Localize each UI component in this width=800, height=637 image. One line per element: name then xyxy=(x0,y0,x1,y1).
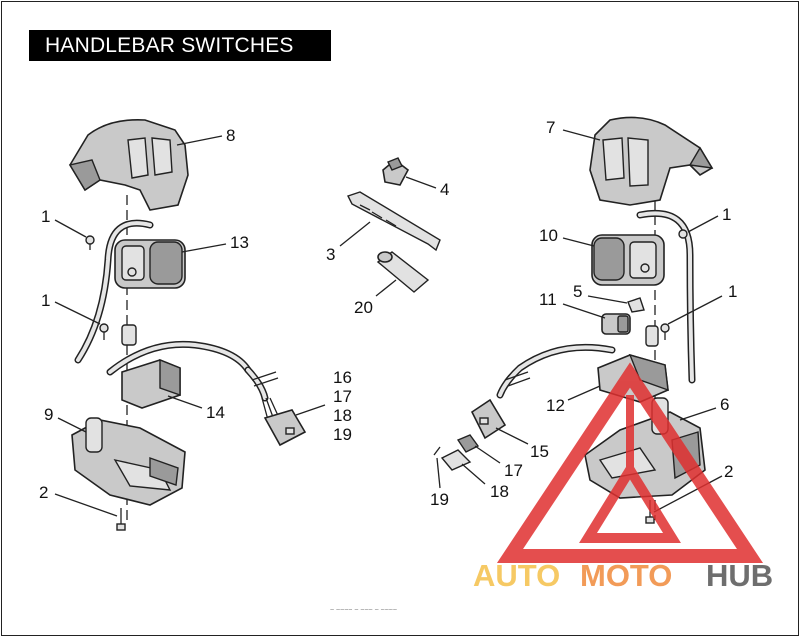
callout-14: 14 xyxy=(206,403,225,422)
part-1-screw-right-upper xyxy=(678,229,688,239)
part-7-upper-housing-right xyxy=(589,116,714,206)
watermark-moto: MOTO xyxy=(580,558,672,593)
part-13-left-switch-module xyxy=(74,219,186,364)
callout-8: 8 xyxy=(226,126,235,145)
part-5-cover xyxy=(627,297,645,313)
automotohub-watermark: AUTO MOTO HUB xyxy=(473,362,773,593)
part-15-connector xyxy=(470,371,531,440)
part-14-left-lower-switch xyxy=(106,324,252,409)
callout-10: 10 xyxy=(539,226,558,245)
callout-1: 1 xyxy=(728,282,737,301)
callout-4: 4 xyxy=(440,180,449,199)
part-2-screw-left xyxy=(116,508,126,531)
left-harness-connector xyxy=(244,366,307,447)
left-switch-assembly xyxy=(68,118,307,531)
callout-11: 11 xyxy=(539,290,557,309)
diagram-title: HANDLEBAR SWITCHES xyxy=(29,30,331,61)
part-11-switch xyxy=(601,313,659,347)
part-1-screw-right-lower xyxy=(660,323,670,340)
callout-17: 17 xyxy=(333,387,352,406)
callout-6: 6 xyxy=(720,395,729,414)
callout-18: 18 xyxy=(490,482,509,501)
callout-2: 2 xyxy=(724,462,733,481)
part-9-lower-housing-left xyxy=(71,417,186,506)
part-1-screw-left-lower xyxy=(99,323,109,340)
footer-code: ~ ~~~~ ~ ~~~ ~ ~~~~ xyxy=(330,607,397,614)
callout-2: 2 xyxy=(39,483,48,502)
callout-12: 12 xyxy=(546,396,565,415)
watermark-auto: AUTO xyxy=(473,558,560,593)
callout-15: 15 xyxy=(530,442,549,461)
callout-9: 9 xyxy=(44,405,53,424)
callout-7: 7 xyxy=(546,118,555,137)
part-17-seal xyxy=(456,434,480,453)
part-8-upper-housing-left xyxy=(68,118,189,211)
callout-18: 18 xyxy=(333,406,352,425)
callout-1: 1 xyxy=(41,207,50,226)
leader-lines xyxy=(54,129,723,517)
watermark-hub: HUB xyxy=(706,558,773,593)
center-loose-parts xyxy=(347,157,441,293)
part-4-clip xyxy=(382,157,410,186)
callout-13: 13 xyxy=(230,233,249,252)
callout-17: 17 xyxy=(504,461,523,480)
watermark-triangle-outer xyxy=(496,362,764,563)
callout-20: 20 xyxy=(354,298,373,317)
callout-3: 3 xyxy=(326,245,335,264)
callout-1: 1 xyxy=(722,205,731,224)
callout-16: 16 xyxy=(333,368,352,387)
callout-19: 19 xyxy=(430,490,449,509)
callout-5: 5 xyxy=(573,282,582,301)
callout-1: 1 xyxy=(41,291,50,310)
watermark-triangle-inner xyxy=(579,460,681,543)
part-10-right-switch-module xyxy=(591,209,696,384)
callout-labels: 8 1 13 1 14 9 2 16 17 18 19 4 3 20 7 1 1… xyxy=(39,118,737,509)
part-19-pin xyxy=(433,446,441,456)
part-3-cable-strap xyxy=(347,191,441,252)
part-20-sleeve xyxy=(376,251,430,293)
callout-19: 19 xyxy=(333,425,352,444)
part-1-screw-left-upper xyxy=(85,235,95,250)
